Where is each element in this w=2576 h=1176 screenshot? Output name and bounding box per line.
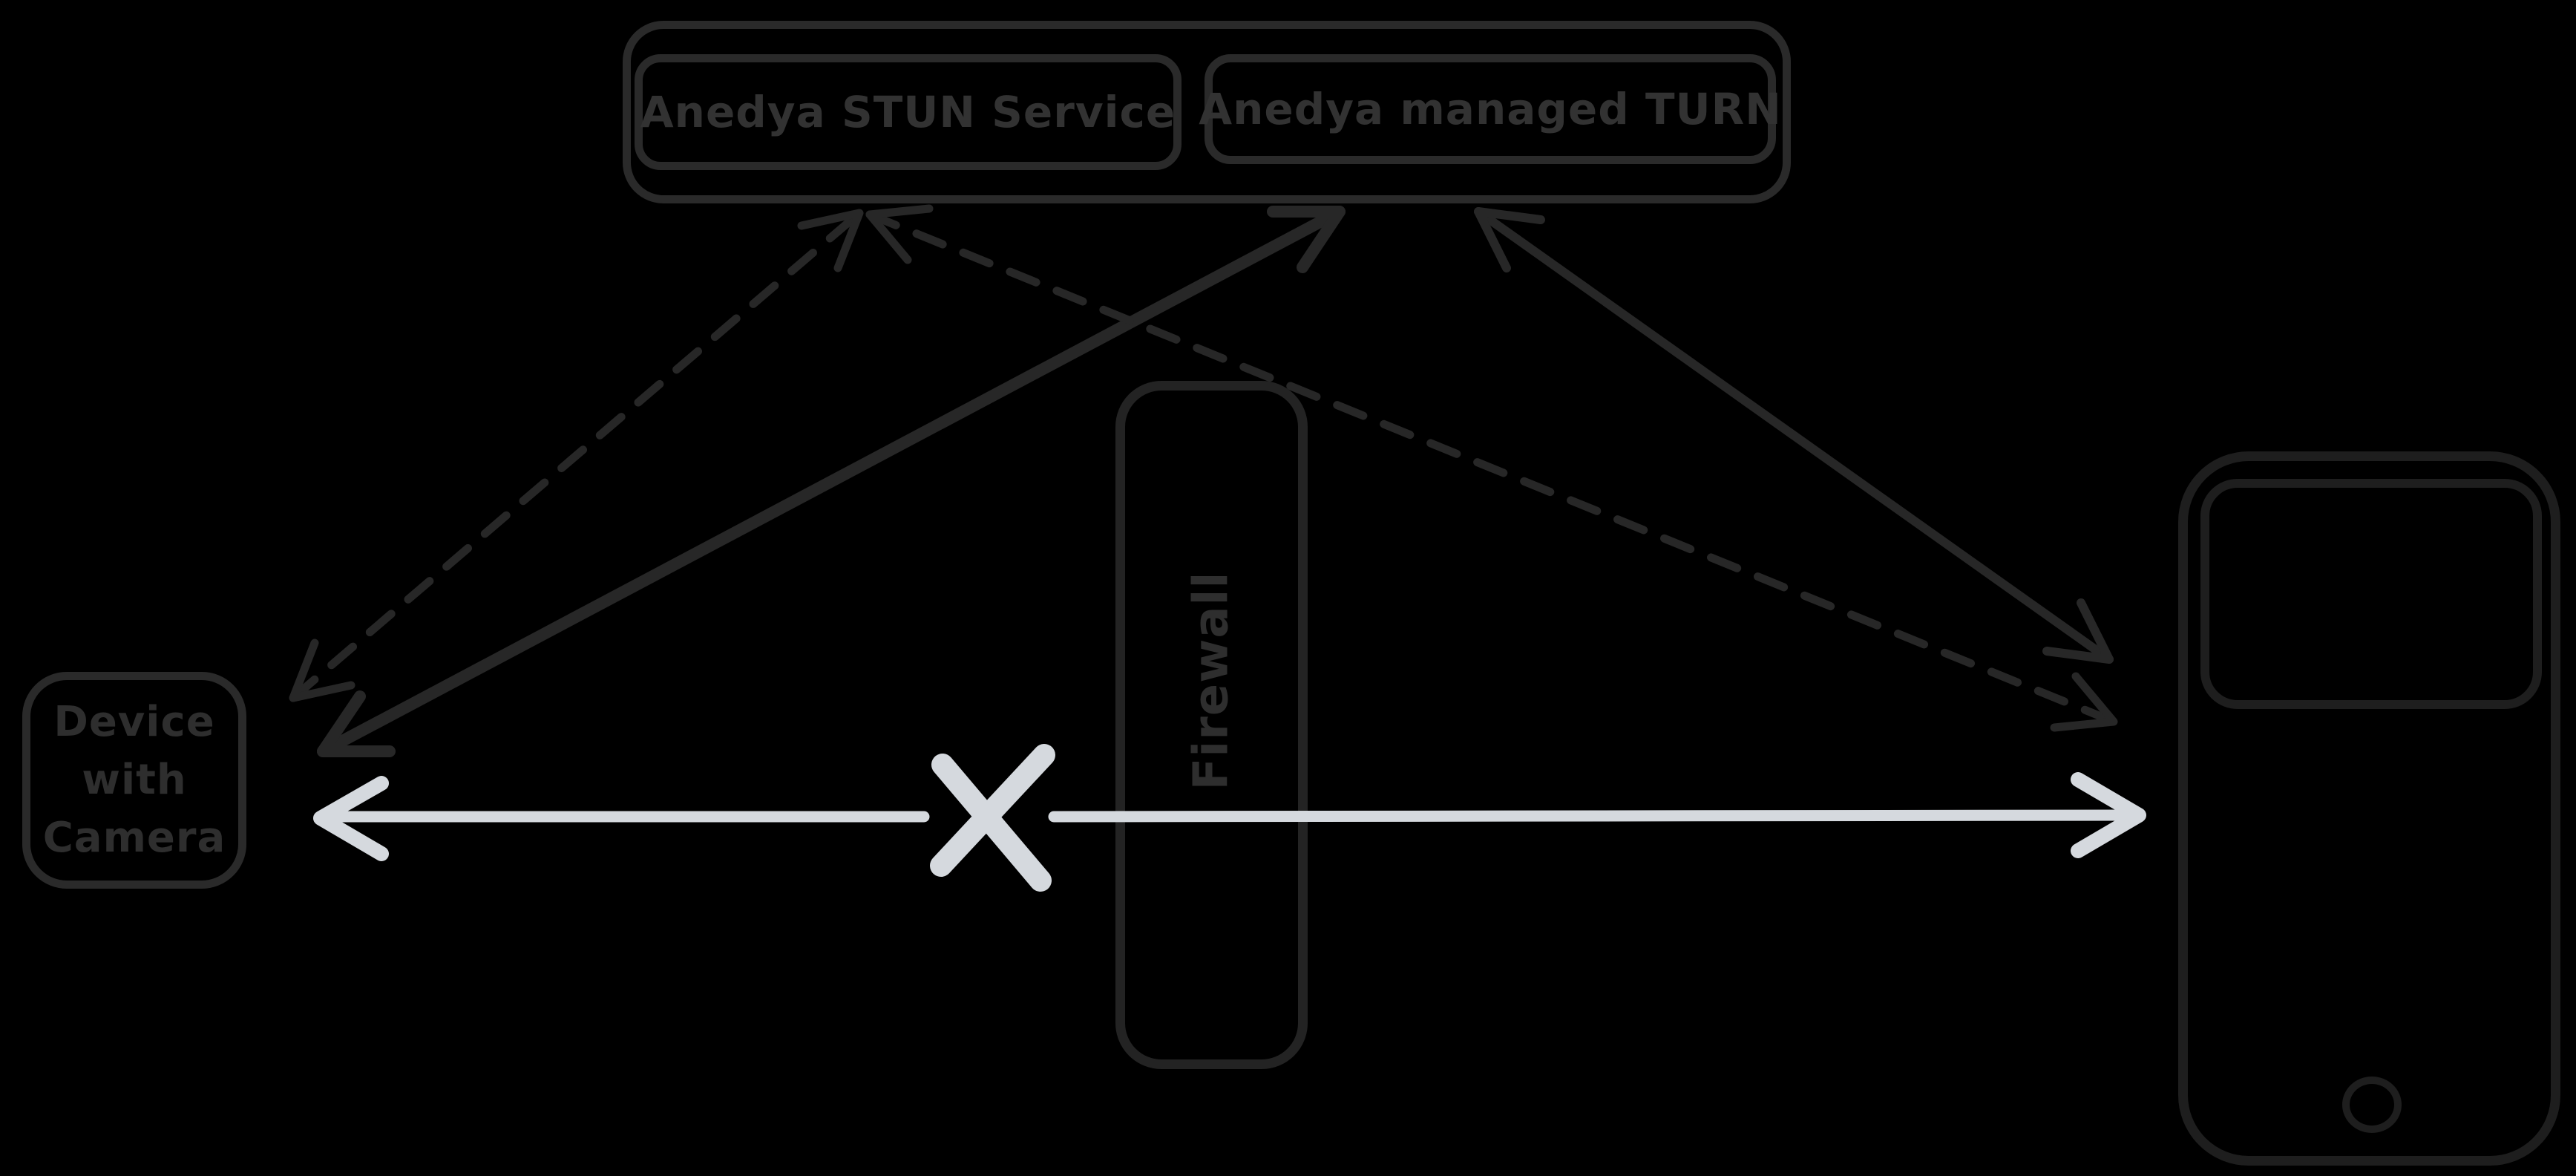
phone-device: [2178, 451, 2560, 1166]
arrow-turn-phone-solid: [1474, 207, 2114, 664]
device-with-camera-box: Device with Camera: [22, 672, 246, 889]
device-label-line2: with: [82, 756, 187, 804]
firewall-box: Firewall: [1115, 381, 1308, 1069]
arrow-stun-phone-dashed: [865, 204, 2118, 732]
turn-service-box: Anedya managed TURN: [1199, 54, 1781, 164]
stun-service-label: Anedya STUN Service: [640, 87, 1176, 137]
firewall-label: Firewall: [1184, 571, 1239, 790]
blocked-x-icon: [930, 744, 1055, 892]
stun-service-box: Anedya STUN Service: [635, 54, 1182, 170]
device-label-line1: Device: [53, 698, 215, 746]
arrow-device-stun-dashed: [289, 209, 864, 702]
phone-screen: [2200, 479, 2542, 709]
phone-home-button-icon: [2342, 1077, 2402, 1133]
turn-service-label: Anedya managed TURN: [1199, 84, 1782, 134]
device-label-line3: Camera: [42, 814, 226, 862]
